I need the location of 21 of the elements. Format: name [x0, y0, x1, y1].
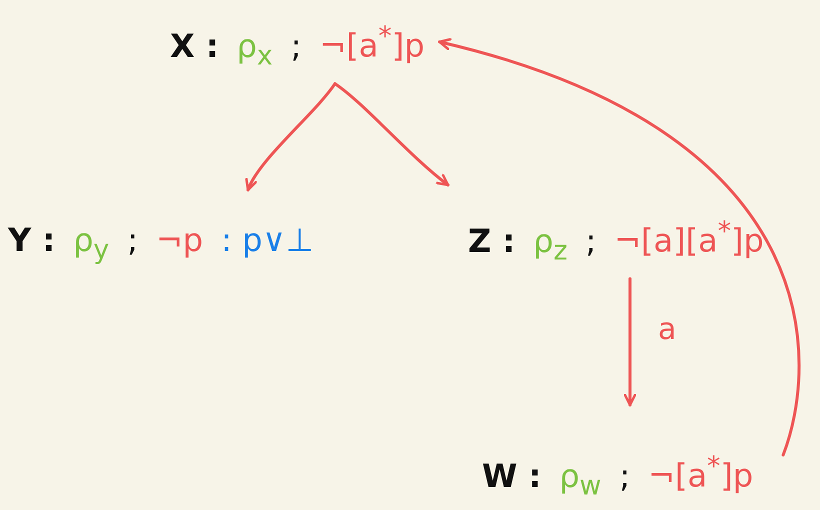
arrow — [246, 82, 336, 192]
arrow — [334, 82, 450, 186]
node-name: X : — [170, 26, 219, 67]
node-name: W : — [482, 456, 542, 497]
arrow — [624, 277, 636, 406]
formula: ¬[a][a$^{*}$]p — [614, 215, 764, 262]
arrow — [438, 38, 801, 456]
separator: ; — [127, 220, 138, 261]
node-name: Z : — [468, 220, 516, 262]
state-symbol: ρ$_{y}$ — [73, 220, 110, 268]
separator: ; — [585, 220, 596, 262]
separator: ; — [290, 26, 302, 67]
node-name: Y : — [8, 220, 56, 261]
formula: ¬[a$^{*}$]p — [319, 20, 425, 67]
separator: ; — [619, 456, 630, 497]
state-symbol: ρ$_{z}$ — [533, 220, 568, 268]
formula: ¬p — [156, 220, 204, 261]
formula: : p∨⊥ — [221, 220, 314, 261]
formula: ¬[a$^{*}$]p — [648, 450, 754, 497]
state-symbol: ρ$_{x}$ — [236, 26, 273, 74]
state-symbol: ρ$_{w}$ — [559, 456, 602, 504]
